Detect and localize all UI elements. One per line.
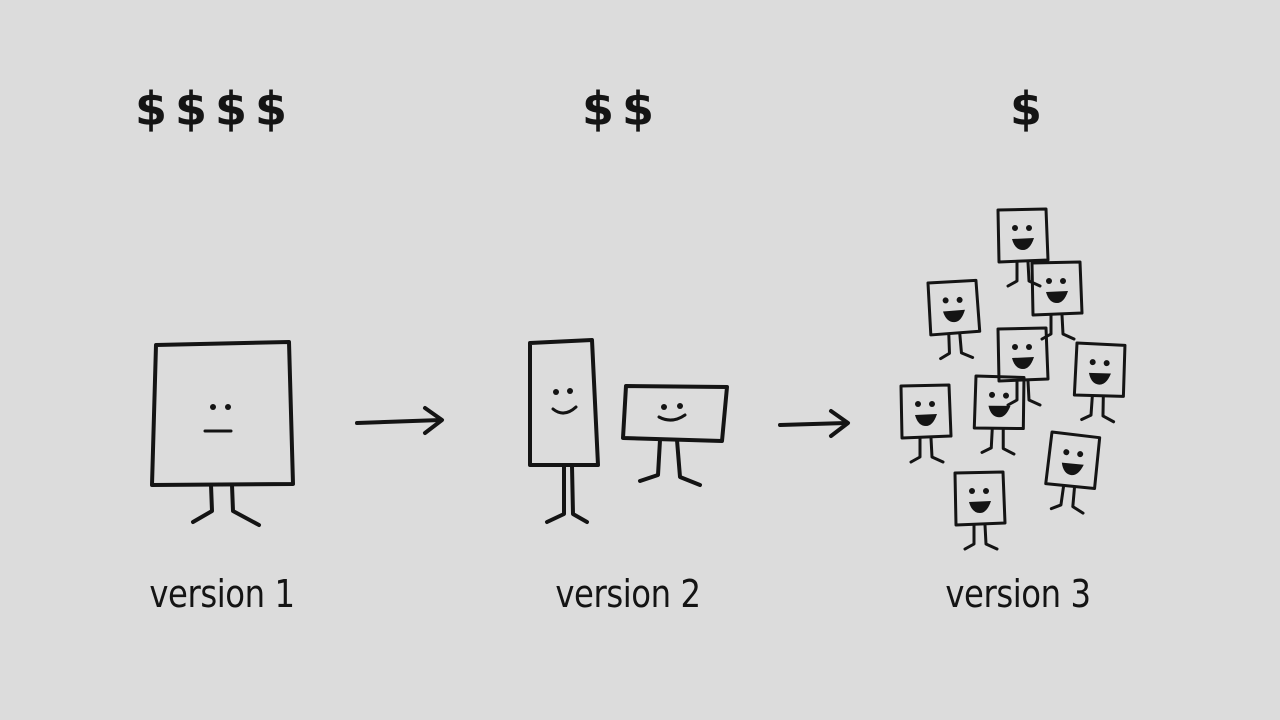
mouth [657, 413, 687, 422]
microservice-character [926, 278, 983, 361]
eye [567, 388, 573, 394]
microservice-character [899, 383, 953, 464]
eye [210, 404, 216, 410]
eye [553, 389, 559, 395]
monolith-character [150, 340, 295, 527]
stage-label-version-2: version 2 [555, 572, 701, 616]
microservice-character [1039, 429, 1104, 516]
microservice-swarm [899, 207, 1129, 551]
cost-version-1: $$$$ [134, 82, 296, 136]
eye [661, 404, 667, 410]
stage-label-version-1: version 1 [149, 572, 295, 616]
microservice-character [953, 470, 1007, 551]
mouth [551, 405, 578, 415]
stage-label-version-3: version 3 [945, 572, 1091, 616]
cost-version-3: $ [1009, 82, 1051, 136]
eye [225, 404, 231, 410]
arrow-right-icon [778, 409, 850, 438]
wide-service-character [621, 384, 729, 487]
arrow-right-icon [355, 406, 444, 435]
microservice-character [996, 207, 1050, 288]
cost-version-2: $$ [581, 82, 663, 136]
tall-service-character [528, 338, 600, 524]
eye [677, 403, 683, 409]
microservice-character [1070, 340, 1129, 424]
